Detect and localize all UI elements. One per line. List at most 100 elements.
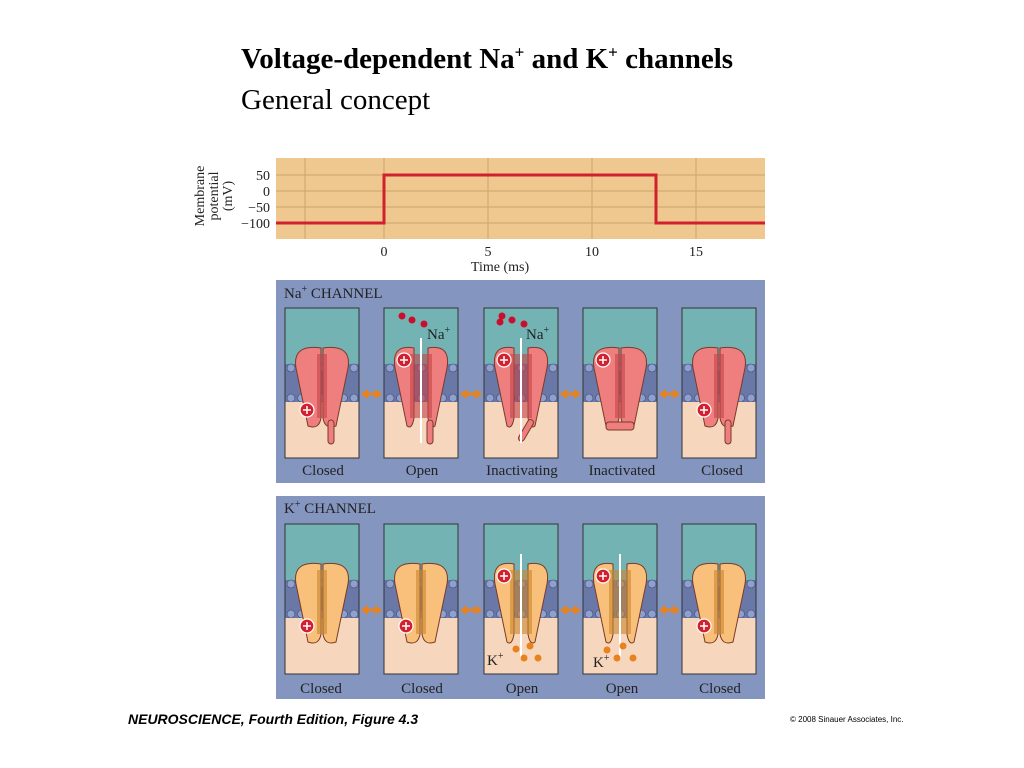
channel-subunit-left: [493, 562, 515, 644]
channel-subunit-right: [322, 562, 349, 644]
state-label: Closed: [302, 463, 344, 479]
ytick-label: −50: [248, 201, 270, 216]
ytick-label: 50: [256, 169, 270, 184]
transition-arrow-head: [560, 605, 567, 615]
lipid-head: [683, 609, 693, 619]
channel-subunit-left: [493, 346, 515, 428]
transition-arrow-head: [659, 605, 666, 615]
channel-cell: [582, 307, 658, 459]
lipid-head: [349, 579, 359, 589]
ion: [629, 654, 637, 662]
x-axis-label: Time (ms): [471, 260, 530, 275]
lipid-head: [683, 579, 693, 589]
lipid-head: [647, 579, 657, 589]
k-channel-panel: K+ CHANNEL K+ K+ Closed Closed Open Open…: [276, 496, 765, 699]
ion: [512, 645, 520, 653]
channel-cell: [284, 307, 360, 459]
channel-pore: [714, 570, 724, 634]
inactivation-gate: [426, 419, 434, 445]
ion: [498, 312, 506, 320]
lipid-head: [385, 393, 395, 403]
lipid-head: [548, 579, 558, 589]
y-axis-label-line: Membrane: [193, 166, 208, 227]
transition-arrow-head: [460, 389, 467, 399]
figure-citation: NEUROSCIENCE, Fourth Edition, Figure 4.3: [128, 711, 419, 727]
lipid-head: [385, 363, 395, 373]
ion: [526, 642, 534, 650]
channel-cell: [383, 307, 459, 459]
lipid-head: [286, 363, 296, 373]
lipid-head: [485, 579, 495, 589]
lipid-head: [548, 393, 558, 403]
inactivation-gate: [327, 419, 335, 445]
channel-subunit-right: [626, 562, 648, 644]
lipid-head: [286, 579, 296, 589]
inactivation-gate: [724, 419, 732, 445]
slide-subtitle: General concept: [241, 84, 431, 116]
lipid-head: [349, 363, 359, 373]
channel-pore: [317, 570, 327, 634]
channel-pore: [615, 354, 625, 418]
ion: [603, 646, 611, 654]
ion: [508, 316, 516, 324]
y-axis-label-line: potential: [207, 171, 222, 220]
channel-cell: [483, 307, 559, 459]
channel-subunit-right: [719, 346, 746, 428]
ion: [534, 654, 542, 662]
channel-subunit-left: [394, 562, 421, 644]
lipid-head: [485, 609, 495, 619]
channel-subunit-right: [322, 346, 349, 428]
lipid-head: [448, 363, 458, 373]
copyright-notice: © 2008 Sinauer Associates, Inc.: [790, 715, 904, 724]
channel-subunit-left: [393, 346, 415, 428]
plot-background: [276, 158, 765, 239]
cell-border: [483, 523, 559, 675]
ion: [613, 654, 621, 662]
ion: [520, 654, 528, 662]
transition-arrow-head: [574, 605, 581, 615]
lipid-head: [485, 393, 495, 403]
lipid-head: [349, 393, 359, 403]
cell-border: [383, 523, 459, 675]
state-label: Closed: [401, 681, 443, 697]
channel-subunit-left: [692, 346, 719, 428]
channel-subunit-right: [421, 562, 448, 644]
transition-arrow-head: [673, 389, 680, 399]
transition-arrow-head: [475, 605, 482, 615]
lipid-head: [584, 609, 594, 619]
lipid-head: [286, 609, 296, 619]
channel-subunit-left: [692, 562, 719, 644]
transition-arrow-head: [659, 389, 666, 399]
svg-text:Na+: Na+: [427, 325, 451, 343]
svg-text:K+: K+: [487, 651, 504, 669]
lipid-head: [548, 609, 558, 619]
lipid-head: [683, 363, 693, 373]
na-ion-label: Na+ Na+: [427, 325, 550, 343]
slide-title: Voltage-dependent Na+ and K+ channels: [241, 42, 734, 75]
lipid-head: [584, 579, 594, 589]
xtick-label: 15: [689, 245, 703, 260]
lipid-head: [485, 363, 495, 373]
lipid-head: [746, 579, 756, 589]
lipid-head: [746, 393, 756, 403]
channel-pore: [416, 570, 426, 634]
ytick-label: −100: [241, 217, 270, 232]
ytick-label: 0: [263, 185, 270, 200]
lipid-head: [385, 609, 395, 619]
lipid-head: [548, 363, 558, 373]
lipid-head: [286, 393, 296, 403]
cell-border: [284, 523, 360, 675]
lipid-head: [385, 579, 395, 589]
xtick-label: 0: [381, 245, 388, 260]
cell-border: [681, 523, 757, 675]
xtick-label: 5: [485, 245, 492, 260]
lipid-head: [584, 363, 594, 373]
cell-border: [582, 523, 658, 675]
channel-subunit-left: [295, 346, 322, 428]
lipid-head: [683, 393, 693, 403]
voltage-plot: 50 0 −50 −100 0 5 10 15 Time (ms) Membra…: [193, 158, 765, 275]
channel-subunit-left: [295, 562, 322, 644]
channel-cell: [582, 523, 658, 675]
cell-border: [681, 307, 757, 459]
